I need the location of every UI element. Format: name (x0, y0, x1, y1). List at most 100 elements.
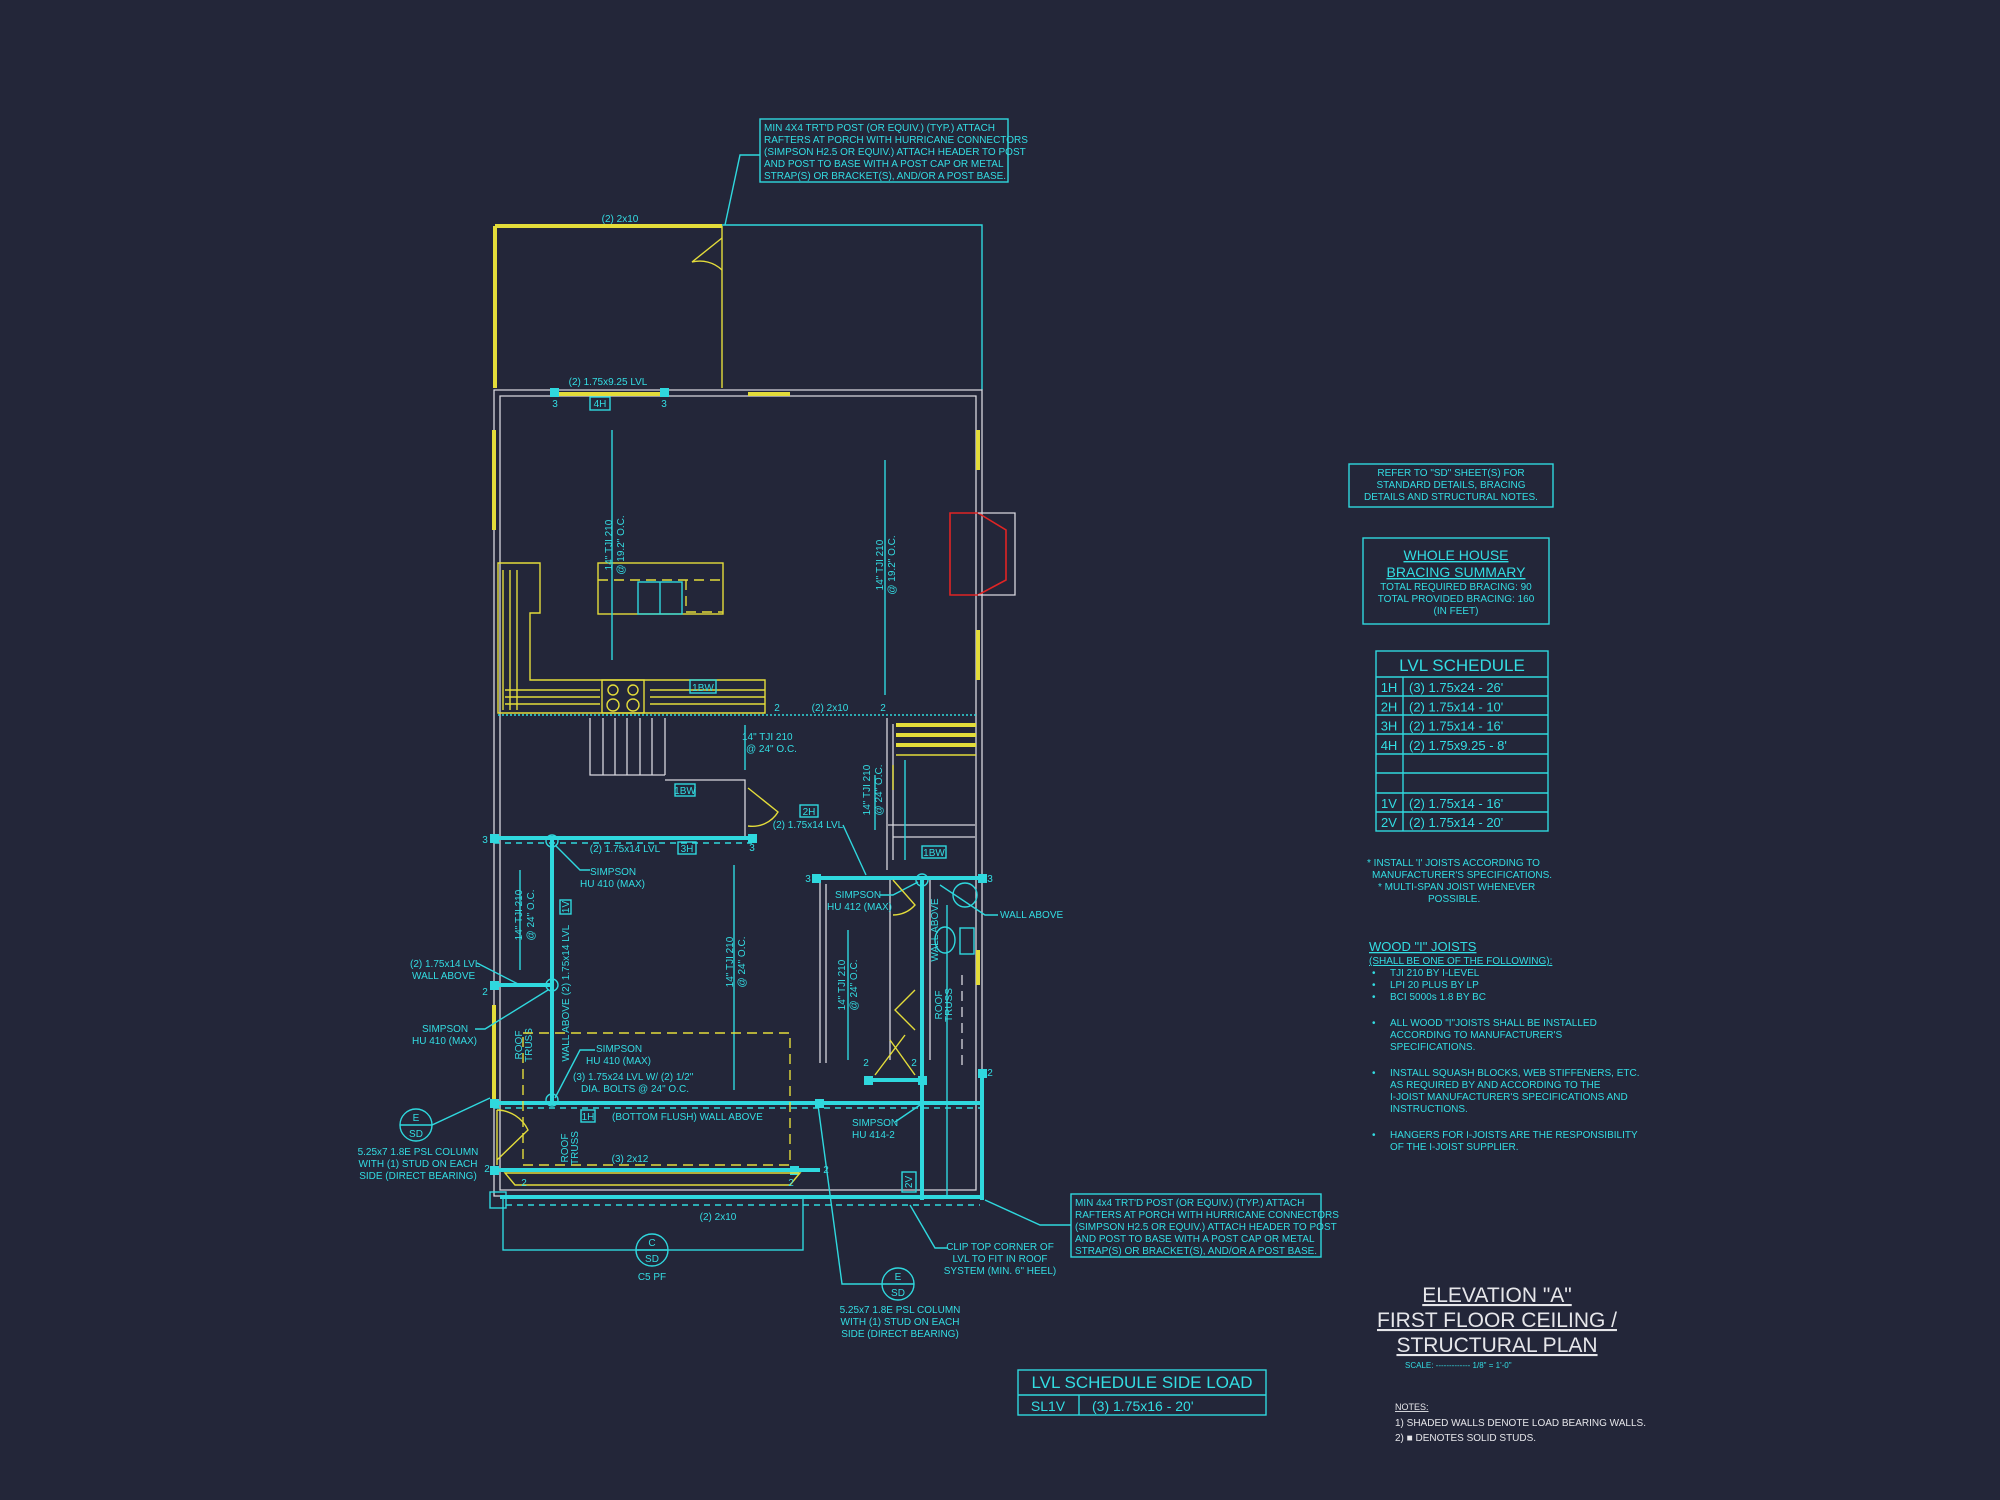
post-label: 2 (521, 1178, 527, 1189)
tag-1h: 1H (582, 1112, 595, 1123)
post-marker (660, 388, 669, 397)
psl-column-note: WITH (1) STUD ON EACH (359, 1159, 478, 1170)
post-label: 3 (552, 399, 558, 410)
bullet: • (1372, 968, 1376, 979)
title-line: STRUCTURAL PLAN (1396, 1334, 1597, 1357)
floor-plan: (2) 1.75x9.25 LVL 4H 3 3 (2) 2x10 (358, 214, 1064, 1340)
side-load-tag: SL1V (1031, 1398, 1066, 1414)
post-label: 2 (880, 703, 886, 714)
joist-spacing-label: @ 24" O.C. (526, 890, 537, 941)
rear-porch (493, 224, 983, 390)
note-line: STANDARD DETAILS, BRACING (1376, 480, 1525, 491)
post-label: 3 (987, 874, 993, 885)
beams (494, 836, 984, 1200)
toilet-icon (934, 926, 956, 954)
post-label: 2 (484, 1164, 490, 1175)
side-load-title: LVL SCHEDULE SIDE LOAD (1031, 1373, 1252, 1392)
header-2x10-label: (2) 2x10 (812, 703, 849, 714)
provided-bracing: TOTAL PROVIDED BRACING: 160 (1378, 594, 1535, 605)
joist-note-line: SPECIFICATIONS. (1390, 1042, 1475, 1053)
detail-sheet: SD (409, 1129, 423, 1140)
clip-note: CLIP TOP CORNER OF (946, 1242, 1054, 1253)
joist-label: 14" TJI 210 (742, 732, 793, 743)
note-line: STRAP(S) OR BRACKET(S), AND/OR A POST BA… (764, 171, 1006, 182)
note-line: * INSTALL 'I' JOISTS ACCORDING TO (1367, 858, 1540, 869)
post-markers (490, 834, 987, 1175)
hanger-label: SIMPSON (596, 1044, 642, 1055)
lvl-wall-above-label: WALL ABOVE (412, 971, 476, 982)
detail-sheet: SD (645, 1254, 659, 1265)
lvl-2h-label: (2) 1.75x14 LVL (773, 820, 844, 831)
lvl-schedule-title: LVL SCHEDULE (1399, 656, 1525, 675)
porch-header-label: (2) 2x10 (602, 214, 639, 225)
joist-spacing-label: @ 24" O.C. (737, 937, 748, 988)
tag-4h: 4H (594, 399, 607, 410)
lvl-1h-label: DIA. BOLTS @ 24" O.C. (581, 1084, 689, 1095)
joist-note-line: HANGERS FOR I-JOISTS ARE THE RESPONSIBIL… (1390, 1130, 1638, 1141)
note-item: 2) ■ DENOTES SOLID STUDS. (1395, 1433, 1536, 1444)
psl-column-note: SIDE (DIRECT BEARING) (359, 1171, 477, 1182)
wood-joists-title: WOOD "I" JOISTS (1369, 939, 1477, 954)
lvl-schedule-table: LVL SCHEDULE 1H (3) 1.75x24 - 26' 2H (2) 1.… (1375, 650, 1549, 832)
lvl-spec: (2) 1.75x14 - 20' (1409, 815, 1503, 830)
wood-i-joists-notes: WOOD "I" JOISTS (SHALL BE ONE OF THE FOL… (1369, 939, 1640, 1153)
detail-letter: E (895, 1272, 902, 1283)
clip-note: SYSTEM (MIN. 6" HEEL) (944, 1266, 1056, 1277)
joist-spacing-label: @ 24" O.C. (849, 960, 860, 1011)
lvl-3h-label: (2) 1.75x14 LVL (590, 844, 661, 855)
tag-1bw: 1BW (692, 683, 714, 694)
joist-spacing-label: @ 19.2" O.C. (616, 515, 627, 574)
tag-1bw-bath: 1BW (923, 848, 945, 859)
roof-truss-label: ROOF (560, 1134, 571, 1163)
psl-column-note: 5.25x7 1.8E PSL COLUMN (840, 1305, 961, 1316)
joist-spacing-label: @ 24" O.C. (874, 765, 885, 816)
psl-column-note: SIDE (DIRECT BEARING) (841, 1329, 959, 1340)
kitchen: 1BW (497, 562, 766, 714)
roof-truss-area (522, 1032, 791, 1166)
lvl-tag: 1H (1381, 680, 1398, 695)
bracing-units: (IN FEET) (1434, 606, 1479, 617)
hanger-label: HU 412 (MAX) (827, 902, 892, 913)
note-line: MIN 4x4 TRT'D POST (OR EQUIV.) (TYP.) AT… (1075, 1198, 1304, 1209)
note-line: RAFTERS AT PORCH WITH HURRICANE CONNECTO… (1075, 1210, 1339, 1221)
roof-truss-label: TRUSS (570, 1131, 581, 1165)
post-marker (550, 388, 559, 397)
bottom-flush-label: (BOTTOM FLUSH) WALL ABOVE (612, 1112, 763, 1123)
joist-note-line: AS REQUIRED BY AND ACCORDING TO THE (1390, 1080, 1601, 1091)
lvl-spec: (2) 1.75x14 - 10' (1409, 699, 1503, 714)
joist-direction-arrows (519, 430, 948, 1195)
lvl-4h-label: (2) 1.75x9.25 LVL (569, 377, 648, 388)
porch-beam-label: (2) 2x10 (700, 1212, 737, 1223)
post-label: 3 (482, 835, 488, 846)
required-bracing: TOTAL REQUIRED BRACING: 90 (1380, 582, 1532, 593)
post-label: 2 (774, 703, 780, 714)
detail-callout-e-left: E SD 5.25x7 1.8E PSL COLUMN WITH (1) STU… (358, 1097, 491, 1182)
lvl-spec: (3) 1.75x24 - 26' (1409, 680, 1503, 695)
lvl-tag: 2H (1381, 699, 1398, 714)
scale-label: SCALE: ------------- 1/8" = 1'-0" (1405, 1361, 1512, 1370)
sink-icon (952, 882, 978, 908)
detail-callout-c: C SD C5 PF (635, 1233, 669, 1283)
tag-3h: 3H (681, 844, 694, 855)
joist-spacing-label: @ 19.2" O.C. (887, 535, 898, 594)
hanger-label: HU 414-2 (852, 1130, 895, 1141)
detail-letter: E (413, 1113, 420, 1124)
tag-2h: 2H (803, 807, 816, 818)
joist-spacing-label: @ 24" O.C. (746, 744, 797, 755)
note-item: 1) SHADED WALLS DENOTE LOAD BEARING WALL… (1395, 1418, 1646, 1429)
note-line: MANUFACTURER'S SPECIFICATIONS. (1372, 870, 1552, 881)
wood-joists-subtitle: (SHALL BE ONE OF THE FOLLOWING): (1369, 956, 1552, 967)
joist-note-line: I-JOIST MANUFACTURER'S SPECIFICATIONS AN… (1390, 1092, 1628, 1103)
hanger-label: HU 410 (MAX) (412, 1036, 477, 1047)
roof-truss-label: ROOF (934, 991, 945, 1020)
joist-label: 14" TJI 210 (875, 539, 886, 590)
hanger-label: HU 410 (MAX) (580, 879, 645, 890)
porch-post-note-bottom: MIN 4x4 TRT'D POST (OR EQUIV.) (TYP.) AT… (984, 1193, 1339, 1258)
lvl-1h-label: (3) 1.75x24 LVL W/ (2) 1/2" (573, 1072, 694, 1083)
wall-above-label: WALL ABOVE (561, 998, 572, 1062)
cooktop-icon (601, 679, 645, 714)
title-block: ELEVATION "A" FIRST FLOOR CEILING / STRU… (1377, 1284, 1646, 1444)
post-label: 2 (863, 1058, 869, 1069)
lvl-wall-above-label: (2) 1.75x14 LVL (410, 959, 481, 970)
note-line: MIN 4X4 TRT'D POST (OR EQUIV.) (TYP.) AT… (764, 123, 995, 134)
